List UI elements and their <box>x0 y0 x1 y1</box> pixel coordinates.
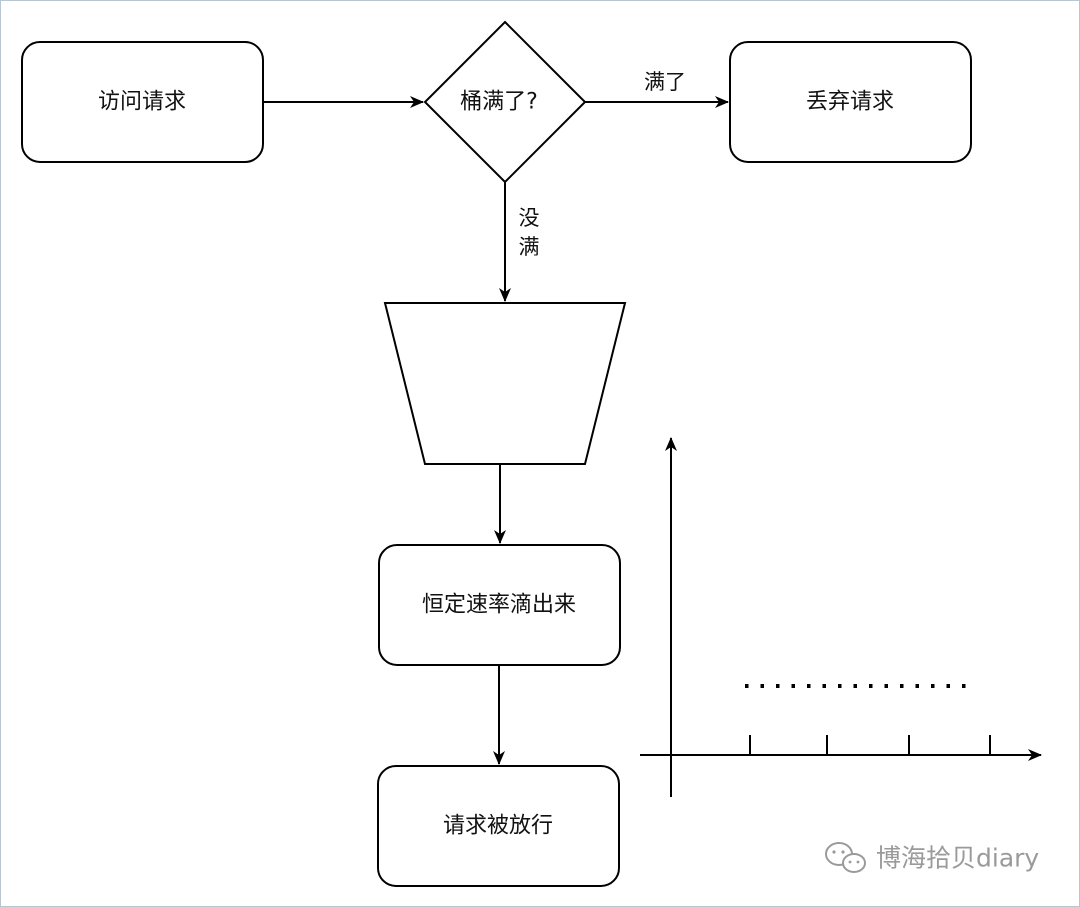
bucket-shape <box>383 302 627 465</box>
watermark-text: 博海拾贝diary <box>876 844 1039 873</box>
pass-node-label: 请求被放行 <box>443 814 553 839</box>
decision-node-label: 桶满了? <box>460 90 538 115</box>
drop-node-label: 丢弃请求 <box>806 90 894 115</box>
leak-node-label: 恒定速率滴出来 <box>422 593 576 618</box>
decision-node: 桶满了? <box>423 20 587 184</box>
edge-label-full: 满了 <box>644 70 686 94</box>
edge-label-not-full-2: 满 <box>519 235 540 259</box>
rate-axes <box>640 437 1042 797</box>
wechat-icon <box>825 842 866 873</box>
request-node-label: 访问请求 <box>98 90 186 115</box>
leak-node: 恒定速率滴出来 <box>378 544 621 666</box>
edge-label-not-full-1: 没 <box>519 206 540 230</box>
request-node: 访问请求 <box>21 41 264 163</box>
pass-node: 请求被放行 <box>377 765 620 887</box>
drop-node: 丢弃请求 <box>729 41 972 163</box>
watermark: 博海拾贝diary <box>825 842 1039 873</box>
